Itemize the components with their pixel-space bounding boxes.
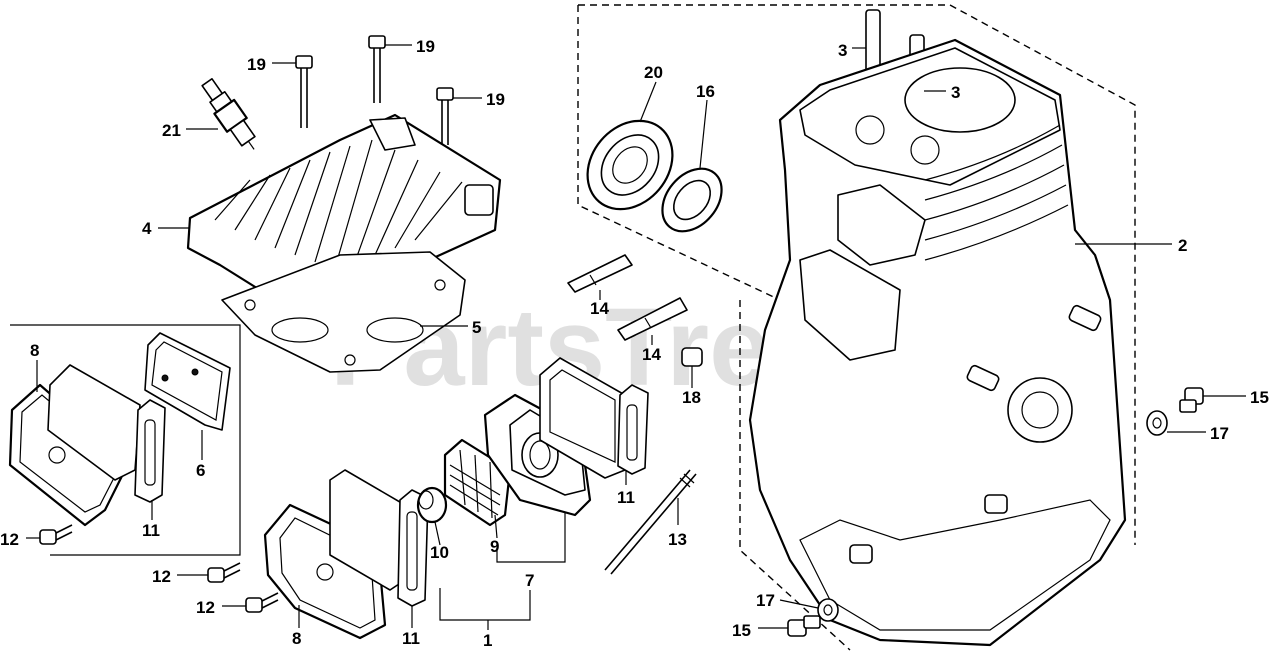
callout-8b: 8 — [292, 629, 301, 648]
bolt-19a — [295, 55, 313, 128]
bolt-19c — [436, 87, 454, 145]
cover-frame — [47, 364, 141, 481]
bolt-19b — [368, 35, 386, 103]
slotted-gasket-11a — [134, 399, 166, 503]
callout-3b: 3 — [951, 83, 960, 102]
callout-18: 18 — [682, 388, 701, 407]
washer-17b — [817, 598, 839, 622]
callout-11b: 11 — [402, 629, 420, 648]
callout-5: 5 — [472, 318, 481, 337]
callouts: 19 19 19 21 4 5 3 3 20 16 2 15 17 17 15 … — [0, 37, 1269, 650]
head-gasket — [221, 251, 466, 373]
bolt-15b — [787, 615, 821, 637]
callout-19a: 19 — [247, 55, 266, 74]
dowel-pin-18 — [681, 347, 703, 367]
breather-plate-6 — [144, 332, 231, 431]
crankcase-block — [748, 38, 1127, 647]
leader-lines — [26, 44, 1246, 630]
callout-19c: 19 — [486, 90, 505, 109]
bolt-15a — [1179, 387, 1204, 413]
oil-seal-16 — [661, 167, 723, 233]
callout-2: 2 — [1178, 236, 1187, 255]
callout-17b: 17 — [756, 591, 775, 610]
callout-11c: 11 — [617, 488, 635, 507]
callout-15b: 15 — [732, 621, 751, 640]
callout-11a: 11 — [142, 521, 160, 540]
callout-14a: 14 — [590, 299, 609, 318]
cover-group-boundary — [10, 324, 241, 556]
callout-15a: 15 — [1250, 388, 1269, 407]
callout-12c: 12 — [196, 598, 215, 617]
bolt-12c — [245, 592, 279, 613]
spark-plug — [201, 77, 256, 150]
bolt-12b — [207, 562, 241, 583]
callout-21: 21 — [162, 121, 181, 140]
callout-1: 1 — [483, 631, 492, 650]
callout-16: 16 — [696, 82, 715, 101]
washer-17a — [1146, 410, 1168, 436]
callout-8a: 8 — [30, 341, 39, 360]
callout-12a: 12 — [0, 530, 19, 549]
callout-14b: 14 — [642, 345, 661, 364]
callout-4: 4 — [142, 219, 152, 238]
callout-17a: 17 — [1210, 424, 1229, 443]
slotted-gasket-11b — [397, 489, 429, 607]
callout-7: 7 — [525, 571, 534, 590]
slotted-gasket-11c — [617, 384, 649, 475]
callout-3a: 3 — [838, 41, 847, 60]
stud-14b — [617, 297, 688, 341]
stud-14a — [567, 254, 633, 293]
callout-13: 13 — [668, 530, 687, 549]
callout-9: 9 — [490, 537, 499, 556]
callout-6: 6 — [196, 461, 205, 480]
callout-20: 20 — [644, 63, 663, 82]
callout-12b: 12 — [152, 567, 171, 586]
bolt-12a — [39, 524, 73, 545]
stud-13 — [604, 469, 697, 575]
callout-10: 10 — [430, 543, 449, 562]
callout-19b: 19 — [416, 37, 435, 56]
bushing-10 — [416, 486, 448, 524]
bearing-20 — [586, 119, 674, 211]
